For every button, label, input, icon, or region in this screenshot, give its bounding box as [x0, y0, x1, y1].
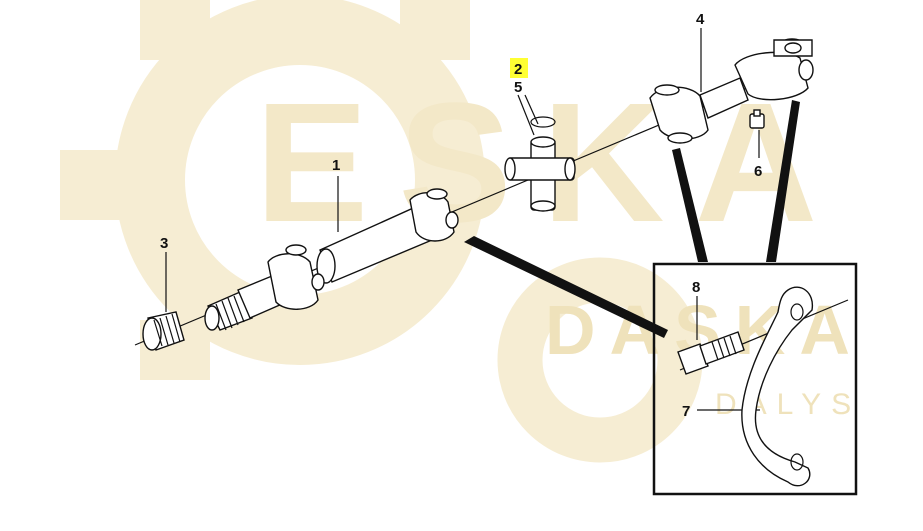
rear-yoke-assembly — [649, 38, 814, 144]
bolt — [677, 331, 745, 375]
callout-6: 6 — [754, 163, 762, 180]
callout-2: 2 — [514, 61, 522, 78]
callout-1: 1 — [332, 157, 340, 174]
spline-stub — [204, 275, 283, 331]
pointer-wedge-3 — [766, 100, 800, 262]
callout-5: 5 — [514, 79, 522, 96]
callout-7: 7 — [682, 403, 690, 420]
grease-fitting — [749, 109, 765, 158]
pointer-wedge-1 — [464, 236, 668, 338]
callout-8: 8 — [692, 279, 700, 296]
callout-4: 4 — [696, 11, 705, 28]
u-joint-strap — [741, 286, 814, 487]
detail-box — [652, 262, 858, 496]
pointer-wedge-2 — [672, 148, 708, 262]
callout-3: 3 — [160, 235, 168, 252]
main-shaft — [267, 188, 459, 310]
highlight-marker — [510, 58, 528, 78]
universal-joint-cross — [504, 94, 576, 212]
spline-nut — [142, 311, 185, 351]
